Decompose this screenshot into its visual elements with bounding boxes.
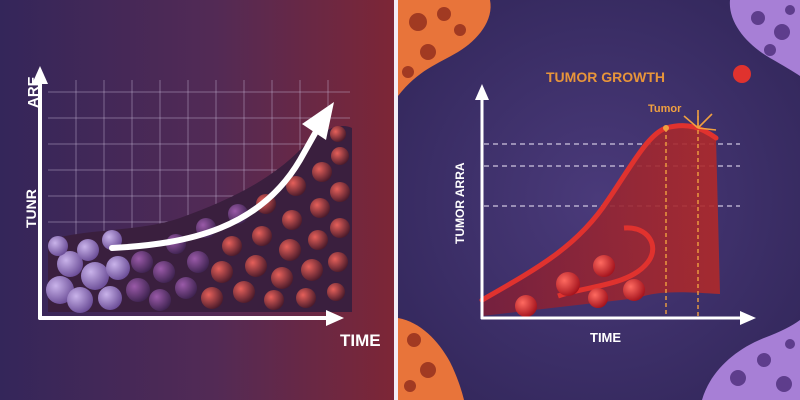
- panel-divider: [394, 0, 398, 400]
- left-x-label: TIME: [340, 331, 381, 350]
- left-axes: [38, 78, 332, 320]
- orange-cell-cluster-top-left: [398, 0, 491, 96]
- right-axes: [480, 94, 746, 320]
- tumor-growth-curve: [479, 123, 719, 303]
- x-axis-arrow-icon: [326, 310, 344, 326]
- tumor-cells: [46, 126, 350, 313]
- tumor-marker-dot: [663, 125, 669, 131]
- purple-cell-cluster-bottom-right: [702, 320, 800, 400]
- purple-cell-cluster-top-right: [729, 0, 800, 76]
- tumor-cells-right: [515, 255, 645, 317]
- right-chart-title: TUMOR GROWTH: [546, 69, 665, 85]
- orange-cell-cluster-bottom-left: [398, 318, 464, 400]
- left-y-label-top: ARE: [25, 76, 42, 108]
- tumor-growth-area: [482, 125, 720, 316]
- tumor-curve-label: Tumor: [648, 103, 682, 115]
- floating-red-cell: [733, 65, 751, 83]
- tumor-wave: [557, 225, 656, 299]
- right-growth-chart: TUMOR GROWTH: [398, 0, 800, 400]
- left-illustration-panel: ARE TUNR TIME: [0, 0, 394, 400]
- growth-trend-arrow: [109, 125, 321, 251]
- arrow-head-icon: [302, 102, 334, 140]
- tumor-marker-lines: [665, 116, 699, 318]
- y-axis-arrow-icon: [32, 66, 48, 84]
- right-x-axis-label: TIME: [590, 330, 621, 345]
- right-x-axis-arrow-icon: [740, 311, 756, 325]
- right-y-axis-arrow-icon: [475, 84, 489, 100]
- right-y-axis-label: TUMOR ARRA: [453, 162, 467, 244]
- left-y-label-side: TUNR: [23, 189, 39, 228]
- right-illustration-panel: TUMOR GROWTH: [398, 0, 800, 400]
- left-growth-chart: ARE TUNR TIME: [0, 0, 394, 400]
- right-background: [398, 0, 800, 400]
- tumor-spark-icon: [683, 110, 717, 131]
